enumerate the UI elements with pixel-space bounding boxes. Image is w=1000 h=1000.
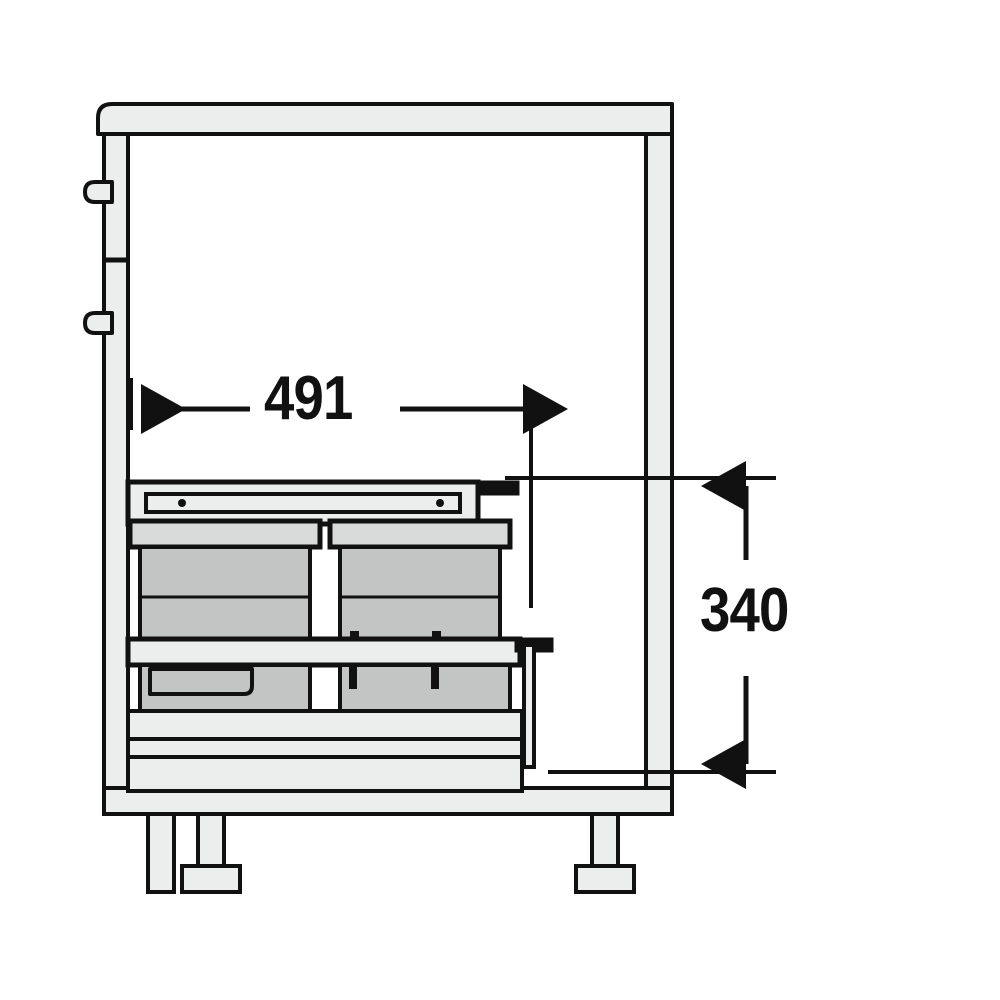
hinge-pin-upper-icon <box>83 180 114 204</box>
worktop <box>96 102 674 136</box>
waste-bin-right-tab-left-icon <box>350 631 359 641</box>
lower-bin-left-handle-recess-icon <box>148 667 254 696</box>
lower-bin-right <box>338 663 512 713</box>
leg-front-left <box>146 812 176 894</box>
drawer-front-lower-band <box>126 755 524 793</box>
right-side-panel <box>644 132 674 816</box>
waste-bin-right-body <box>338 545 502 641</box>
drawer-front-middle-band <box>126 737 524 759</box>
waste-bin-right-tab-right-icon <box>432 631 441 641</box>
drawer-front <box>126 709 524 793</box>
drawer-front-upper-band <box>126 709 524 741</box>
dimension-height-label: 340 <box>700 576 789 645</box>
pullout-waste-bin-assembly <box>125 479 554 793</box>
dimension-width-label: 491 <box>264 364 353 433</box>
leg-rear-left-post <box>196 812 226 874</box>
hinge-pin-lower-icon <box>83 311 114 335</box>
top-rail-right-stub <box>476 480 520 496</box>
cabinet-legs <box>146 812 636 894</box>
dimension-height-340 <box>505 461 776 789</box>
lower-bin-right-divider-right-icon <box>431 665 439 689</box>
top-rail-screw-left-icon <box>178 499 186 507</box>
top-rail-screw-right-icon <box>436 499 444 507</box>
waste-bin-right-lid <box>327 518 513 550</box>
left-side-panel <box>102 132 130 816</box>
pullout-side-rail-right <box>522 643 536 769</box>
waste-bin-left-lid-inner <box>140 527 222 540</box>
waste-bin-left <box>127 518 323 641</box>
leg-right-foot <box>574 864 636 894</box>
dimension-width-491 <box>129 378 568 608</box>
leg-rear-left-foot <box>180 864 242 894</box>
waste-bin-left-body <box>138 545 312 641</box>
leg-right-post <box>590 812 620 874</box>
waste-bin-right <box>327 518 513 641</box>
top-rail-channel <box>144 492 462 514</box>
lower-containers <box>138 663 512 713</box>
lower-bin-right-divider-left-icon <box>349 665 357 689</box>
middle-shelf <box>125 636 523 668</box>
